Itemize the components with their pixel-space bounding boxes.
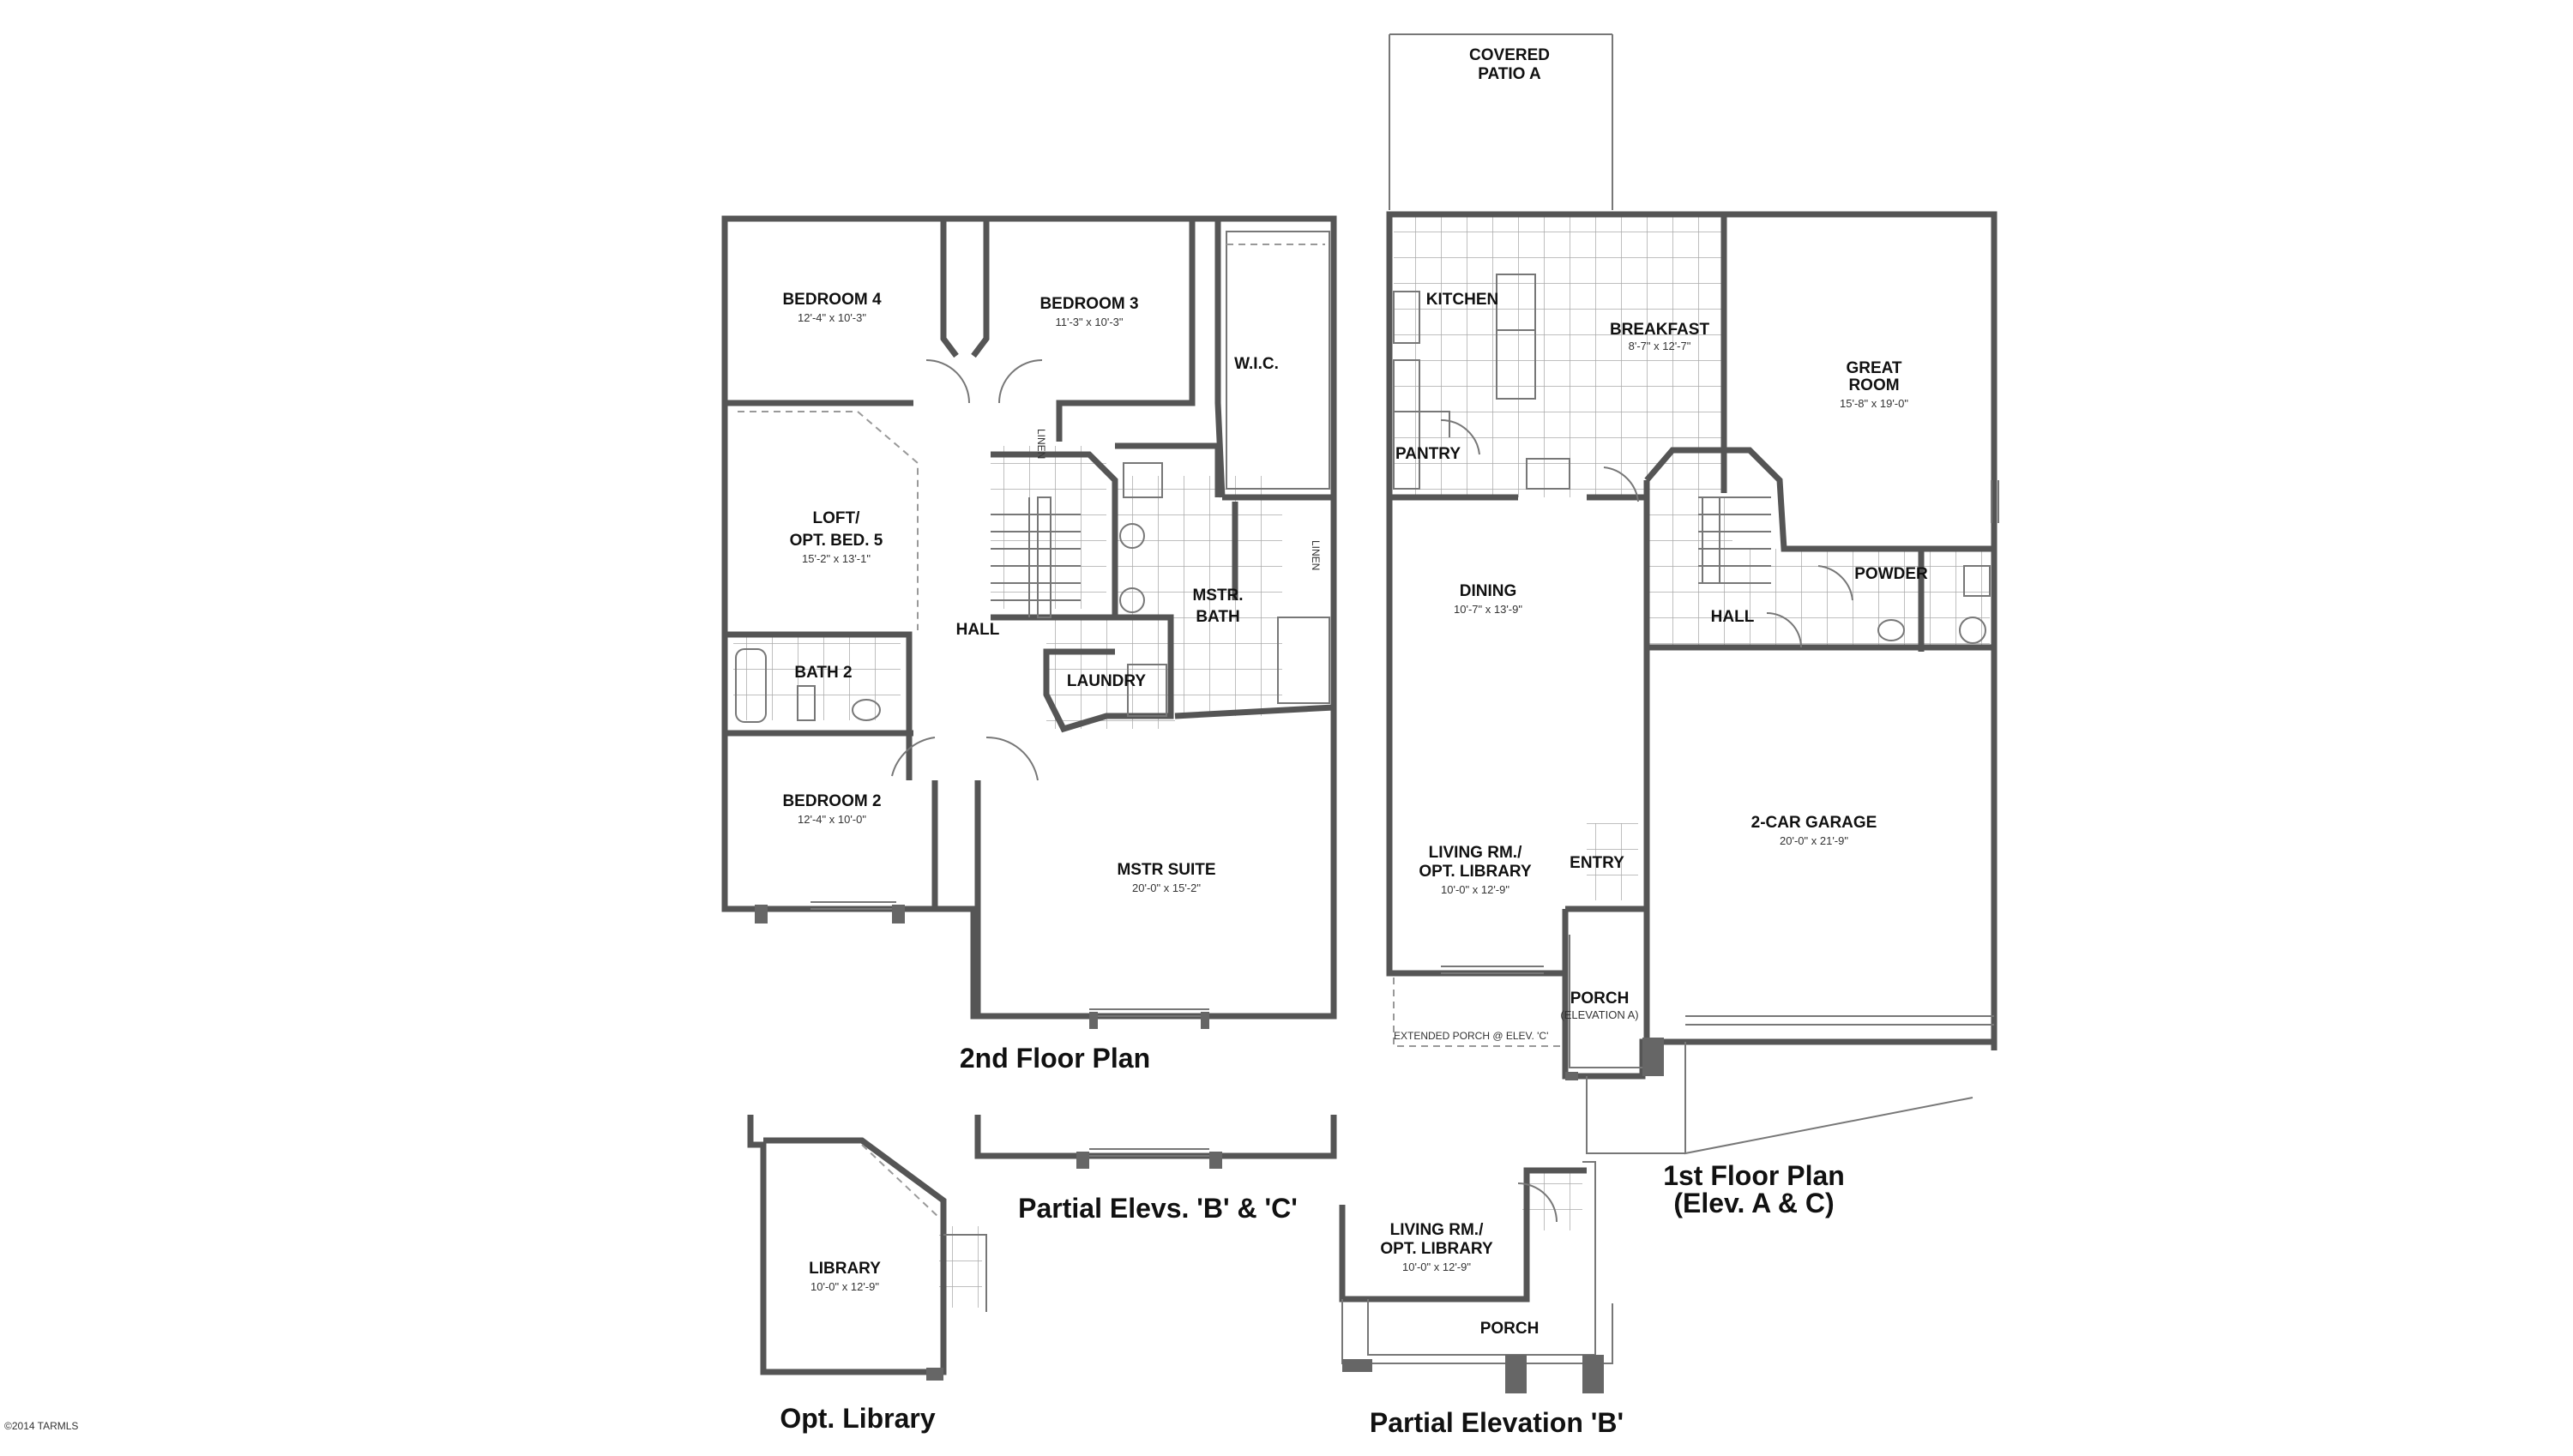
bedroom3-dim: 11'-3" x 10'-3"	[1056, 316, 1124, 328]
bedroom3-label: BEDROOM 3	[1039, 295, 1138, 313]
elev-b-porch-label: PORCH	[1480, 1320, 1540, 1338]
great-room-dim: 15'-8" x 19'-0"	[1840, 397, 1908, 410]
living-label-line2: OPT. LIBRARY	[1419, 863, 1532, 881]
first-floor-caption-line1: 1st Floor Plan	[1663, 1160, 1845, 1191]
dining-dim: 10'-7" x 13'-9"	[1454, 603, 1522, 616]
bedroom2-label: BEDROOM 2	[782, 792, 881, 810]
porch-a-label-line2: (ELEVATION A)	[1560, 1008, 1638, 1021]
hall1-label: HALL	[1711, 608, 1755, 626]
great-room-label-line1: GREAT	[1846, 359, 1901, 377]
mstr-suite-dim: 20'-0" x 15'-2"	[1132, 881, 1201, 894]
opt-library-plan: LIBRARY 10'-0" x 12'-9" Opt. Library	[747, 1115, 987, 1434]
opt-library-caption: Opt. Library	[780, 1403, 936, 1434]
mstr-suite-label: MSTR SUITE	[1117, 861, 1215, 879]
loft-label-line1: LOFT/	[813, 509, 861, 527]
elev-b-living-label-line1: LIVING RM./	[1390, 1221, 1484, 1239]
dining-label: DINING	[1460, 582, 1517, 600]
porch-a-label-line1: PORCH	[1570, 990, 1630, 1008]
elev-b-living-label-line2: OPT. LIBRARY	[1380, 1240, 1493, 1258]
elev-b-living-dim: 10'-0" x 12'-9"	[1402, 1260, 1471, 1273]
patio-label-line2: PATIO A	[1478, 65, 1541, 83]
first-floor-plan: COVERED PATIO A KITCHEN BREAKFAST 8'-7" …	[1386, 33, 1999, 1218]
bedroom4-label: BEDROOM 4	[782, 291, 882, 309]
garage-dim: 20'-0" x 21'-9"	[1780, 834, 1848, 847]
living-dim: 10'-0" x 12'-9"	[1441, 883, 1509, 896]
garage-label: 2-CAR GARAGE	[1751, 814, 1877, 832]
great-room-label-line2: ROOM	[1848, 376, 1899, 394]
living-label-line1: LIVING RM./	[1429, 844, 1522, 862]
breakfast-label: BREAKFAST	[1610, 321, 1710, 339]
loft-label-line2: OPT. BED. 5	[790, 532, 883, 550]
pantry-label: PANTRY	[1395, 445, 1461, 463]
partial-elevation-b: LIVING RM./ OPT. LIBRARY 10'-0" x 12'-9"…	[1339, 1161, 1624, 1438]
second-floor-plan: BEDROOM 4 12'-4" x 10'-3" BEDROOM 3 11'-…	[721, 215, 1337, 1074]
mstr-bath-label-line2: BATH	[1196, 608, 1239, 626]
bath2-label: BATH 2	[794, 664, 852, 682]
linen1-label: LINEN	[1035, 429, 1047, 459]
laundry-label: LAUNDRY	[1067, 672, 1147, 690]
partial-elevs-bc: Partial Elevs. 'B' & 'C'	[974, 1115, 1337, 1224]
copyright-mark: ©2014 TARMLS	[4, 1420, 78, 1432]
patio-label-line1: COVERED	[1469, 46, 1550, 64]
kitchen-label: KITCHEN	[1426, 291, 1498, 309]
first-floor-caption-line2: (Elev. A & C)	[1673, 1188, 1834, 1218]
mstr-bath-label-line1: MSTR.	[1192, 587, 1243, 605]
bedroom2-dim: 12'-4" x 10'-0"	[798, 813, 866, 826]
breakfast-dim: 8'-7" x 12'-7"	[1629, 340, 1691, 352]
powder-label: POWDER	[1854, 565, 1928, 583]
linen2-label: LINEN	[1310, 540, 1322, 570]
partial-elevs-bc-caption: Partial Elevs. 'B' & 'C'	[1018, 1193, 1298, 1224]
partial-elev-b-caption: Partial Elevation 'B'	[1370, 1407, 1624, 1438]
library-label: LIBRARY	[809, 1260, 881, 1278]
hall2-label: HALL	[956, 621, 1000, 639]
entry-label: ENTRY	[1570, 854, 1624, 872]
library-dim: 10'-0" x 12'-9"	[810, 1280, 879, 1293]
bedroom4-dim: 12'-4" x 10'-3"	[798, 311, 866, 324]
wic-label: W.I.C.	[1234, 355, 1279, 373]
second-floor-caption: 2nd Floor Plan	[960, 1043, 1150, 1074]
loft-dim: 15'-2" x 13'-1"	[802, 552, 871, 565]
extended-porch-note: EXTENDED PORCH @ ELEV. 'C'	[1394, 1030, 1548, 1042]
